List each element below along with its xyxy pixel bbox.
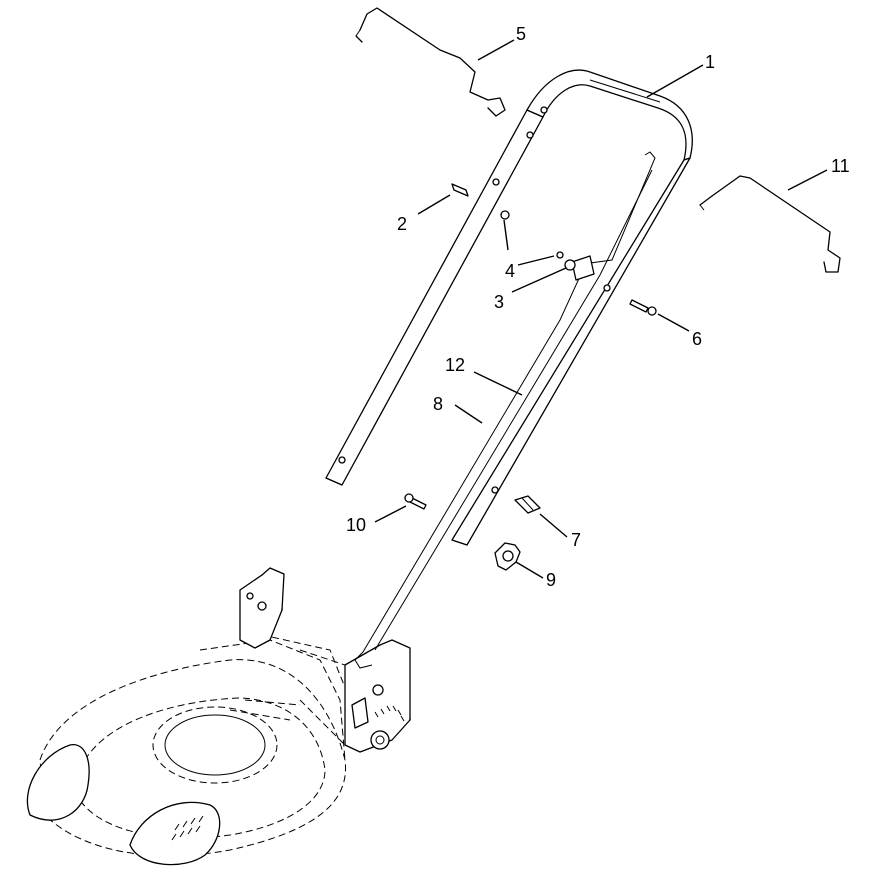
control-cable: [354, 151, 656, 669]
callout-3: 3: [494, 292, 504, 312]
leader-lines: [374, 39, 828, 579]
callout-4: 4: [505, 261, 515, 281]
callout-11: 11: [831, 156, 850, 176]
bail-wire-11: [699, 175, 841, 273]
callouts: 1 2 3 4 5 6 7 8 9 10 11 12: [346, 24, 850, 590]
callout-5: 5: [516, 24, 526, 44]
callout-7: 7: [571, 530, 581, 550]
bail-wire-5: [355, 7, 506, 117]
clevis-pin: [451, 183, 469, 197]
upper-handle: [325, 69, 693, 546]
bolt: [629, 299, 657, 316]
nut: [500, 210, 564, 259]
carriage-bolt: [404, 493, 427, 510]
callout-8: 8: [433, 394, 443, 414]
callout-9: 9: [546, 570, 556, 590]
handle-knob: [494, 542, 521, 571]
callout-1: 1: [705, 52, 715, 72]
cable-clip: [514, 495, 541, 514]
washer: [564, 259, 576, 271]
callout-2: 2: [397, 214, 407, 234]
callout-12: 12: [445, 355, 465, 375]
callout-10: 10: [346, 515, 366, 535]
callout-6: 6: [692, 329, 702, 349]
mower-deck: [26, 567, 411, 866]
